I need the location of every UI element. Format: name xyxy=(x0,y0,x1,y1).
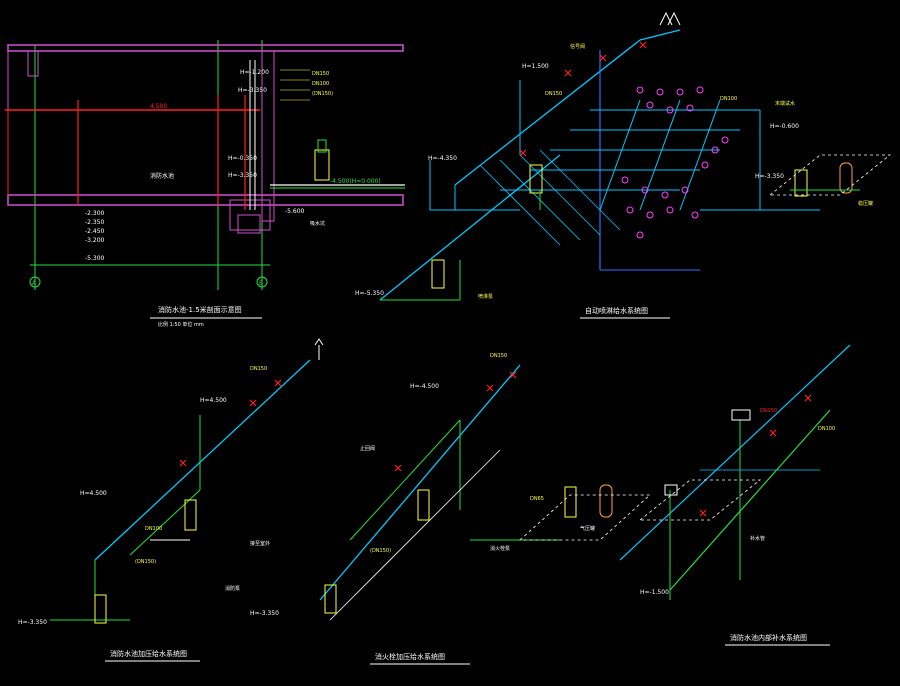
hydrant-pump-2 xyxy=(94,594,107,624)
sprinkler-elev-side: H=-0.600 xyxy=(770,123,799,130)
sprinkler-elev-pump: H=-3.350 xyxy=(755,173,784,180)
pool-inlet-system: DN150 DN100 H=-1.500 补水管 消防水池内部补水系统图 xyxy=(619,344,851,646)
sprinkler-elev-mid: H=-4.350 xyxy=(428,155,457,162)
section-elev-a: H=-1.200 xyxy=(240,69,269,76)
hydrant-top: H=4.500 xyxy=(200,397,227,404)
fire-pump-2 xyxy=(324,584,337,614)
sprinkler-pump-1 xyxy=(431,259,445,289)
section-elev-c: H=-0.350 xyxy=(228,155,257,162)
hydrant-pump-1 xyxy=(184,499,197,531)
fire-pump-label: 消火栓泵 xyxy=(490,545,510,552)
fire-dn-pump: (DN150) xyxy=(370,548,391,554)
section-level-4: -3.200 xyxy=(85,237,105,244)
section-dn-1: DN150 xyxy=(312,71,329,77)
hydrant-mid: H=4.500 xyxy=(80,490,107,497)
pressure-tank xyxy=(839,162,853,194)
fire-low: H=-3.350 xyxy=(250,610,279,617)
inlet-dn-1: DN150 xyxy=(760,408,777,414)
section-subtitle: 比例 1:50 单位 mm xyxy=(158,321,204,328)
axis-label-a: A xyxy=(32,280,37,287)
hydrant-pressure-system: H=4.500 H=4.500 H=-3.350 DN150 (DN150) D… xyxy=(18,338,324,662)
section-note-1: 消防水池 xyxy=(150,172,174,180)
wall-right xyxy=(261,50,275,222)
fire-pump-1 xyxy=(417,489,430,521)
fire-tank-note: 气压罐 xyxy=(580,525,595,532)
sprinkler-title: 自动喷淋给水系统图 xyxy=(585,306,648,315)
section-floor-a: -5.600 xyxy=(285,208,305,215)
sprinkler-system: H=1.500 DN150 DN100 信号阀 H=-5.350 H=-4.35… xyxy=(355,11,892,319)
fire-hydrant-system: H=-4.500 H=-3.350 DN150 (DN150) DN65 止回阀… xyxy=(250,353,652,665)
sprinkler-pump-3 xyxy=(794,169,808,197)
hydrant-pump-label: 消防泵 xyxy=(225,585,240,592)
fire-pump-3 xyxy=(564,486,577,518)
hydrant-dn-out: DN100 xyxy=(145,526,162,532)
fire-valve: 止回阀 xyxy=(360,445,375,452)
section-water-top: 4.500 xyxy=(150,103,167,110)
hydrant-dn-pump: (DN150) xyxy=(135,559,156,565)
hydrant-low: H=-3.350 xyxy=(18,619,47,626)
section-level-1: -2.300 xyxy=(85,210,105,217)
wall-left xyxy=(27,50,39,77)
axis-bubble-b xyxy=(256,276,268,288)
section-ground: -4.500(H=0.000) xyxy=(330,178,381,185)
sprinkler-tank-label: 稳压罐 xyxy=(858,200,873,207)
sprinkler-pump-label: 喷淋泵 xyxy=(478,293,493,300)
fire-dn-tank: DN65 xyxy=(530,496,544,502)
sprinkler-test-label: 末端试水 xyxy=(775,100,795,107)
section-note-2: 吸水坑 xyxy=(310,220,325,227)
sprinkler-top: H=1.500 xyxy=(522,63,549,70)
section-level-2: -2.350 xyxy=(85,219,105,226)
sprinkler-dn-main: DN150 xyxy=(545,91,562,97)
hydrant-note: 接至室外 xyxy=(250,540,270,547)
fire-top: H=-4.500 xyxy=(410,383,439,390)
inlet-elev: H=-1.500 xyxy=(640,589,669,596)
section-bottom: -5.300 xyxy=(85,255,105,262)
hydrant-dn-main: DN150 xyxy=(250,366,267,372)
hydrant-title: 消防水池加压给水系统图 xyxy=(110,649,187,658)
floor-slab xyxy=(7,194,404,206)
section-elev-d: H=-3.350 xyxy=(228,172,257,179)
section-level-3: -2.450 xyxy=(85,228,105,235)
section-dn-2: DN100 xyxy=(312,81,329,87)
fire-tank xyxy=(599,484,613,518)
fire-title: 消火栓加压给水系统图 xyxy=(375,652,445,661)
section-pump xyxy=(314,149,330,181)
sprinkler-elev-low: H=-5.350 xyxy=(355,290,384,297)
inlet-dn-2: DN100 xyxy=(818,426,835,432)
section-dn-3: (DN150) xyxy=(312,91,333,97)
fire-dn-main: DN150 xyxy=(490,353,507,359)
axis-bubble-a xyxy=(29,276,41,288)
sprinkler-dn-branch: DN100 xyxy=(720,96,737,102)
sprinkler-valve: 信号阀 xyxy=(570,43,585,50)
axis-label-b: B xyxy=(259,280,263,287)
section-elev-b: H=-3.350 xyxy=(238,87,267,94)
inlet-note: 补水管 xyxy=(750,535,765,542)
section-view: A B H=-1.200 H=-3.350 H=-0.350 H=- xyxy=(5,40,405,328)
sprinkler-pump-2 xyxy=(529,164,543,194)
inlet-title: 消防水池内部补水系统图 xyxy=(730,633,807,642)
section-title: 消防水池-1.5米剖面示意图 xyxy=(158,305,242,314)
roof-slab xyxy=(7,44,404,52)
